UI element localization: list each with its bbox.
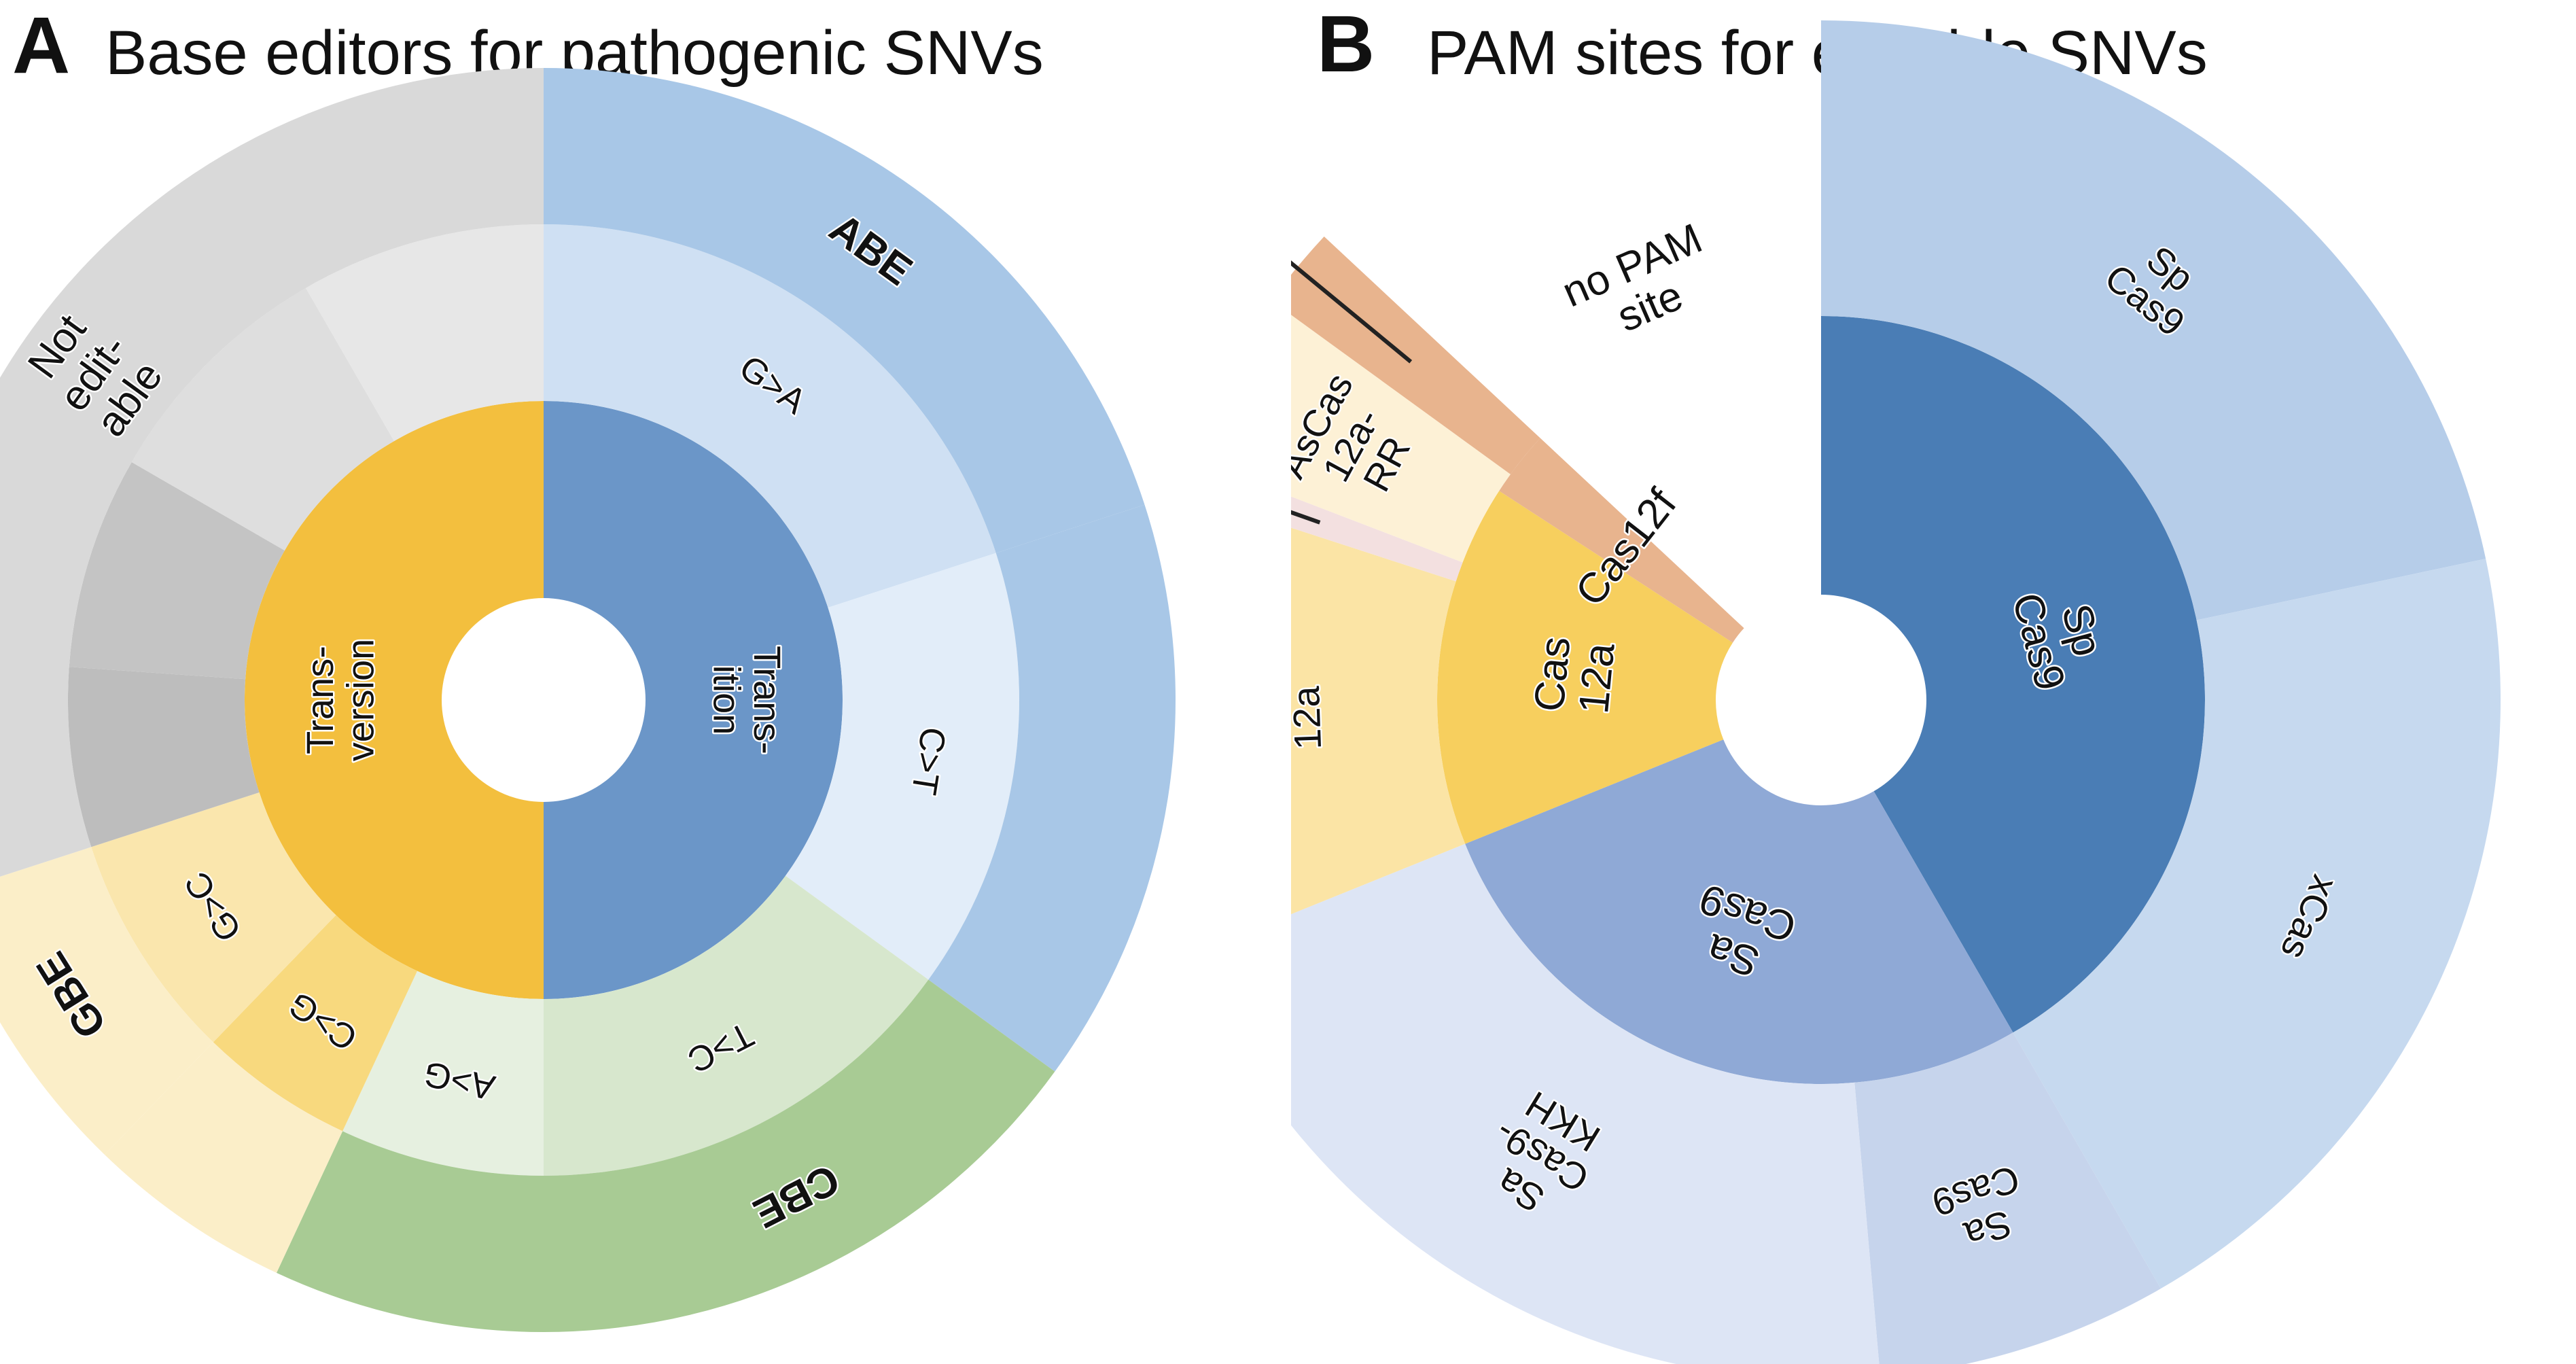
- sunburst-segment-r3-2[interactable]: [544, 979, 1055, 1333]
- sunburst-segment-r2-1[interactable]: [785, 553, 1019, 980]
- panel-b-letter: B: [1317, 0, 1375, 89]
- sunburst-segment-r1-3[interactable]: [1499, 438, 1744, 643]
- sunburst-segment-r1-2[interactable]: [1437, 491, 1733, 844]
- svg-text:12a: 12a: [1291, 685, 1329, 750]
- sunburst-segment-r2-0[interactable]: [1821, 20, 2486, 620]
- svg-text:12a: 12a: [1570, 641, 1624, 716]
- sunburst-segment-r3-6[interactable]: [0, 68, 544, 895]
- sunburst-segment-label: LbCas12a: [1291, 662, 1331, 777]
- svg-text:version: version: [338, 639, 381, 762]
- sunburst-segment-r2-2[interactable]: [1854, 1032, 2161, 1364]
- sunburst-segment-r2-6[interactable]: [1291, 300, 1511, 563]
- sunburst-segment-r2-3[interactable]: [342, 970, 544, 1176]
- svg-text:Trans-: Trans-: [298, 646, 341, 754]
- sunburst-segment-r1-0[interactable]: [544, 401, 843, 999]
- sunburst-segment-r3-0[interactable]: [544, 68, 1145, 553]
- svg-text:Cas: Cas: [1525, 635, 1579, 714]
- sunburst-segment-r3-1[interactable]: [928, 504, 1176, 1072]
- sunburst-segment-r2-7[interactable]: [69, 462, 285, 680]
- panel-a: A Base editors for pathogenic SNVs Trans…: [0, 1, 1176, 1333]
- sunburst-segment-r2-2[interactable]: [544, 875, 929, 1176]
- sunburst-segment-r2-5[interactable]: [1291, 457, 1463, 582]
- sunburst-segment-r2-1[interactable]: [2013, 559, 2501, 1289]
- sunburst-segment-r2-6[interactable]: [67, 667, 260, 847]
- sunburst-segment-r2-7[interactable]: [1291, 237, 1540, 474]
- sunburst-segment-r3-3[interactable]: [276, 1131, 544, 1332]
- sunburst-segment-r2-0[interactable]: [544, 224, 996, 608]
- sunburst-chart-a: Trans-itionTrans-versionG>AC>TT>CA>GC>GG…: [0, 68, 1176, 1333]
- sunburst-segment-r2-4[interactable]: [1291, 490, 1466, 955]
- svg-text:Trans-: Trans-: [746, 646, 789, 754]
- sunburst-segment-r2-8[interactable]: [131, 287, 394, 550]
- sunburst-segment-r2-3[interactable]: [1291, 843, 1880, 1364]
- sunburst-segment-r3-5[interactable]: [0, 847, 213, 1155]
- sunburst-segment-r1-1[interactable]: [245, 401, 544, 999]
- sunburst-segment-r1-1[interactable]: [1465, 739, 2013, 1084]
- sunburst-segment-r2-5[interactable]: [91, 792, 336, 1043]
- svg-text:ition: ition: [706, 665, 749, 735]
- panel-a-letter: A: [12, 1, 71, 90]
- sunburst-segment-r2-4[interactable]: [213, 915, 418, 1132]
- sunburst-segment-label: Trans-ition: [704, 644, 790, 756]
- sunburst-segment-r2-9[interactable]: [306, 224, 544, 441]
- label-leader-line: [1291, 260, 1413, 364]
- sunburst-segment-r3-4[interactable]: [104, 1042, 343, 1273]
- sunburst-segment-label: Trans-version: [297, 637, 383, 763]
- sunburst-segment-r1-0[interactable]: [1821, 316, 2205, 1033]
